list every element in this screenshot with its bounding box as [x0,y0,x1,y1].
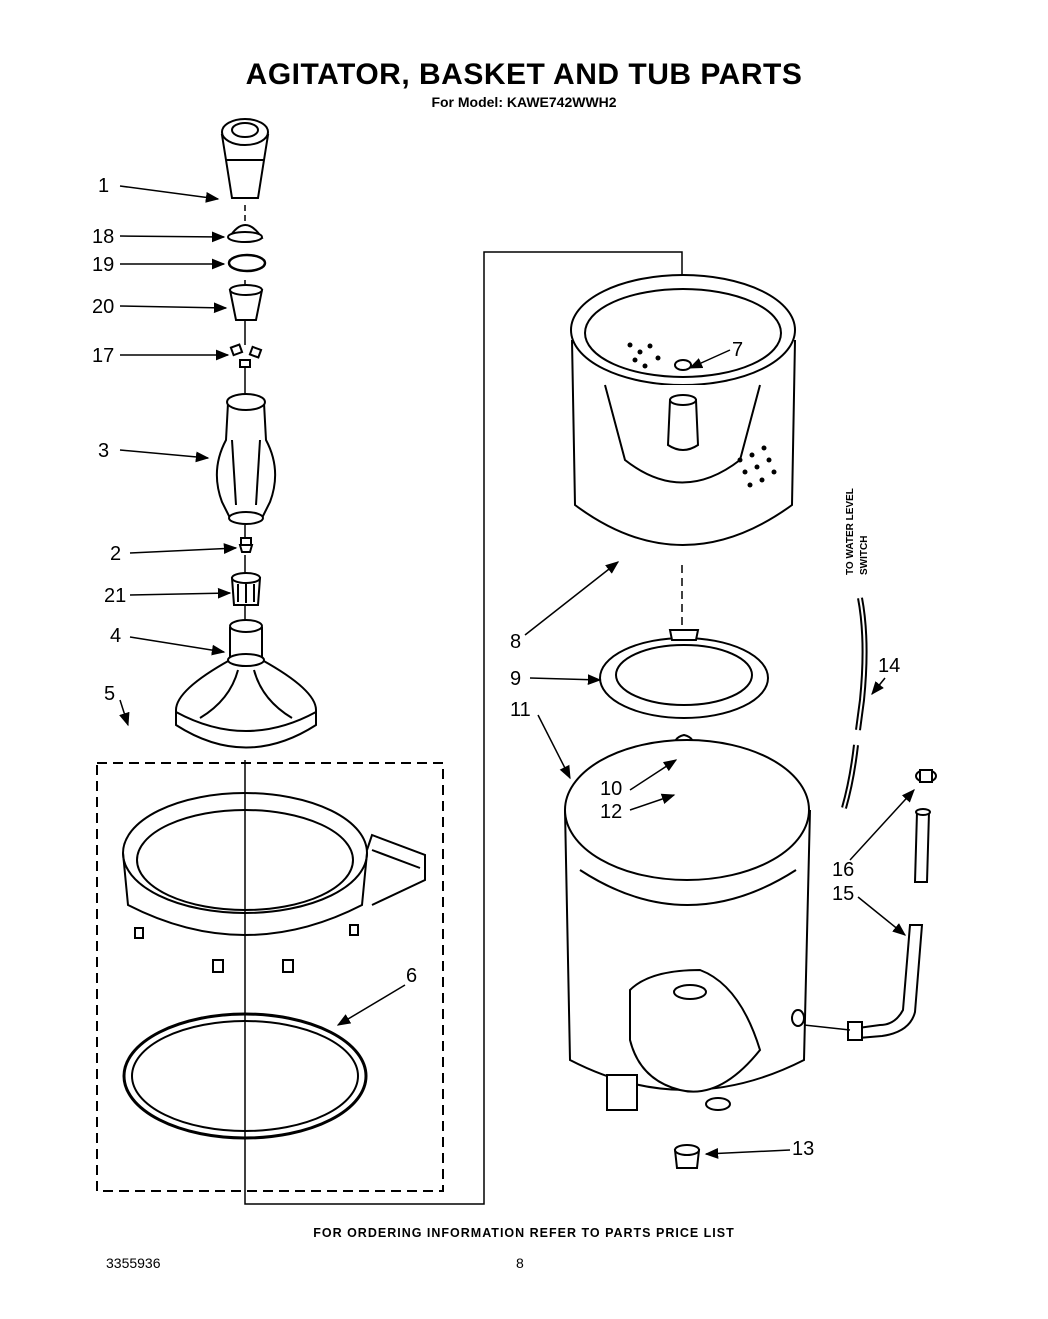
agitator-barrel-part [215,393,277,525]
document-number: 3355936 [106,1255,161,1271]
cam-part [227,224,264,243]
drive-bell-part [230,572,262,606]
dog-clip-part [229,343,263,368]
dog-part [228,284,264,321]
part-5-group-box [96,762,444,1192]
callout-14: 14 [878,655,900,677]
model-subtitle: For Model: KAWE742WWH2 [431,94,617,110]
tub-bearing-part [673,1144,701,1169]
callout-20: 20 [92,296,114,318]
callout-13: 13 [792,1138,814,1160]
callout-3: 3 [98,440,109,462]
callout-5: 5 [104,683,115,705]
callout-4: 4 [110,625,121,647]
callout-21: 21 [104,585,126,607]
callout-leaders [119,185,915,1159]
callout-9: 9 [510,668,521,690]
callout-10: 10 [600,778,622,800]
callout-12: 12 [600,801,622,823]
basket-part [570,274,796,546]
callout-6: 6 [406,965,417,987]
gasket-part [122,1012,368,1140]
callout-2: 2 [110,543,121,565]
callout-8: 8 [510,631,521,653]
callout-1: 1 [98,175,109,197]
basket-drive-plate-part [599,629,769,719]
tub-ring-part [122,792,426,973]
page-number: 8 [516,1255,524,1271]
agitator-cap-part [220,118,270,199]
ring-part [227,253,267,273]
callout-15: 15 [832,883,854,905]
callout-17: 17 [92,345,114,367]
screw-part [238,537,254,553]
side-label-line2: SWITCH [859,536,870,575]
outer-tub-part [564,739,811,1111]
hose-clamp-part [915,769,937,783]
agitator-base-part [175,619,317,749]
side-label-line1: TO WATER LEVEL [845,488,856,575]
callout-7: 7 [732,339,743,361]
ordering-note: FOR ORDERING INFORMATION REFER TO PARTS … [313,1226,735,1240]
callout-18: 18 [92,226,114,248]
callout-11: 11 [510,699,531,721]
hose-part [847,808,931,1041]
page-title: AGITATOR, BASKET AND TUB PARTS [245,58,803,91]
callout-16: 16 [832,859,854,881]
callout-19: 19 [92,254,114,276]
